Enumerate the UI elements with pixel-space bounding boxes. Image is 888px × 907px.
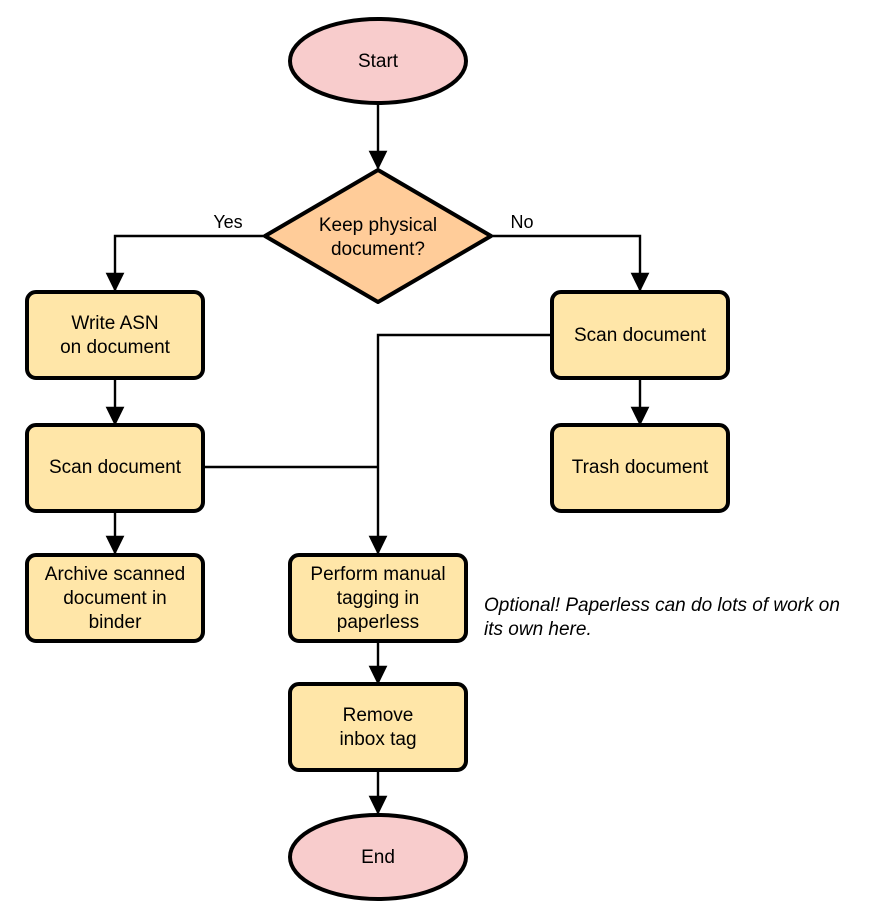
decision-diamond [263,168,493,304]
scan-left-box [25,423,205,513]
write-asn-label-line2: on document [60,337,171,358]
note-line1: Optional! Paperless can do lots of work … [484,595,840,616]
archive-binder-label-line1: Archive scanned [45,564,185,585]
scan-right-box [550,290,730,380]
connector-scan-right-to-manual-tagging [368,333,552,555]
connector-yes-to-write-asn [105,234,265,292]
remove-inbox-label-line1: Remove [343,705,414,726]
node-remove-inbox-tag[interactable]: Remove inbox tag [288,682,468,772]
archive-binder-label-line3: binder [89,612,142,633]
archive-binder-box [25,553,205,643]
manual-tagging-label-line3: paperless [337,612,419,633]
edge-label-no: No [510,212,533,232]
manual-tagging-box [288,553,468,643]
start-ellipse [288,17,468,105]
node-trash-document[interactable]: Trash document [550,423,730,513]
node-archive-binder[interactable]: Archive scanned document in binder [25,553,205,643]
decision-label-line1: Keep physical [319,215,437,236]
trash-label: Trash document [572,457,709,478]
scan-left-label: Scan document [49,457,182,478]
node-keep-physical-document[interactable]: Keep physical document? [263,168,493,304]
node-end[interactable]: End [288,813,468,901]
decision-label-line2: document? [331,239,425,260]
start-label: Start [358,51,399,72]
node-start[interactable]: Start [288,17,468,105]
node-manual-tagging[interactable]: Perform manual tagging in paperless [288,553,468,643]
scan-right-label: Scan document [574,325,707,346]
remove-inbox-box [288,682,468,772]
archive-binder-label-line2: document in [63,588,167,609]
node-scan-document-left[interactable]: Scan document [25,423,205,513]
edge-label-yes: Yes [213,212,242,232]
annotation-note: Optional! Paperless can do lots of work … [484,595,840,640]
end-label: End [361,847,395,868]
write-asn-box [25,290,205,380]
manual-tagging-label-line2: tagging in [337,588,419,609]
node-write-asn[interactable]: Write ASN on document [25,290,205,380]
end-ellipse [288,813,468,901]
remove-inbox-label-line2: inbox tag [339,729,416,750]
manual-tagging-label-line1: Perform manual [310,564,445,585]
node-scan-document-right[interactable]: Scan document [550,290,730,380]
note-line2: its own here. [484,619,592,640]
trash-box [550,423,730,513]
write-asn-label-line1: Write ASN [71,313,158,334]
connector-no-to-scan-right [491,234,650,292]
